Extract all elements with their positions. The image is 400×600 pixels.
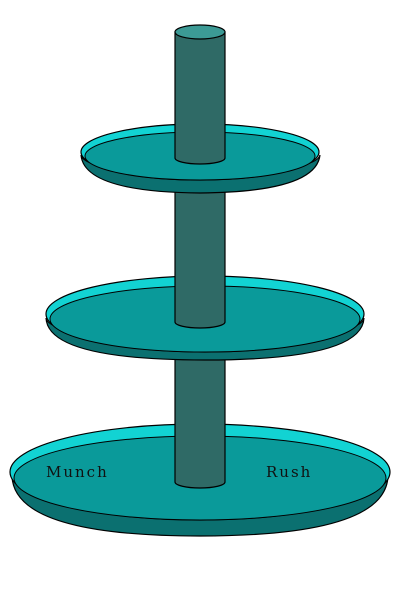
top-pole-body [174, 31, 226, 165]
middle-pole-segment [174, 185, 226, 329]
bottom-tier-left-label: Munch [46, 463, 109, 481]
middle-pole-body [174, 185, 226, 329]
lower-pole-segment [174, 341, 226, 489]
top-pole-segment [174, 24, 226, 165]
top-pole-cap [174, 24, 226, 40]
bottom-tier-right-label: Rush [266, 463, 312, 481]
lower-pole-body [174, 341, 226, 489]
